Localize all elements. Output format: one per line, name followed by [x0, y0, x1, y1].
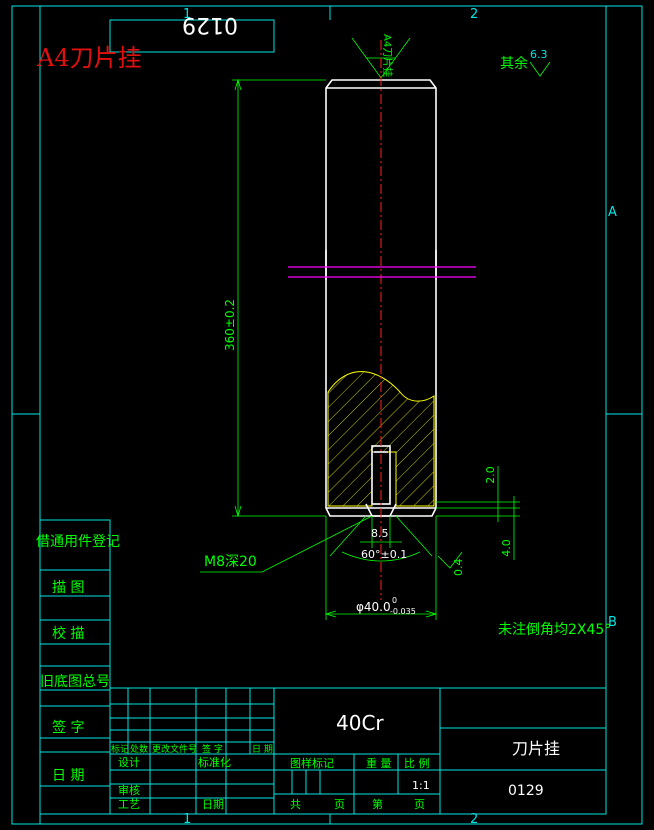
header-sign: 签 字 [202, 743, 223, 755]
break-lines [288, 266, 476, 278]
length-dimension: 360±0.2 [223, 78, 326, 518]
row-standardize: 标准化 [198, 755, 231, 769]
roughness-top-label: A4刀片挂 [381, 34, 394, 77]
drawing-code-stamp: 0129 [109, 12, 275, 53]
left-label-register: 借通用件登记 [36, 534, 120, 550]
left-label-check: 校 描 [52, 625, 84, 642]
thread-callout: M8深20 [200, 515, 373, 573]
stage-mark-label: 图样标记 [290, 756, 334, 770]
row-date: 日期 [202, 798, 224, 811]
left-label-date: 日 期 [52, 768, 84, 784]
hole-dimensions: 8.5 60°±0.1 [329, 515, 433, 562]
drawing-frame [11, 5, 643, 825]
other-roughness-value: 6.3 [530, 48, 548, 61]
roughness-symbol-bottom: 0.4 [437, 551, 465, 577]
diameter-upper-tol: 0 [392, 596, 397, 605]
zone-mark-bottom-1: 1 [183, 812, 191, 827]
bottom-roughness-value: 0.4 [452, 559, 465, 577]
cone-angle-value: 60°±0.1 [361, 548, 407, 561]
chamfer-offset-value: 2.0 [484, 466, 497, 484]
zone-mark-a: A [608, 205, 617, 220]
diameter-dimension: φ40.0 0 -0.035 [324, 516, 438, 620]
weight-label: 重 量 [366, 756, 392, 770]
left-label-trace: 描 图 [52, 580, 84, 596]
diameter-lower-tol: -0.035 [390, 607, 416, 616]
thread-value: M8深20 [204, 554, 257, 570]
header-count: 处数 [130, 743, 148, 755]
other-roughness-icon [529, 61, 551, 77]
header-mark: 标记 [111, 743, 129, 755]
row-process: 工艺 [118, 798, 140, 811]
scale-label: 比 例 [404, 756, 430, 770]
total-label: 共 [290, 798, 301, 811]
header-change-doc: 更改文件号 [152, 743, 197, 755]
hole-width-value: 8.5 [371, 527, 389, 540]
base-offset-value: 4.0 [500, 539, 513, 557]
zone-mark-b: B [608, 615, 617, 630]
sheet-label: 页 [334, 798, 345, 811]
title-block [109, 687, 607, 815]
page-label: 第 [372, 797, 383, 811]
zone-mark-bottom-2: 2 [470, 812, 478, 827]
other-surfaces-note: 其余 [500, 55, 528, 72]
row-review: 审核 [118, 783, 140, 797]
chamfer-note: 未注倒角均2X45° [498, 622, 611, 638]
part-name: 刀片挂 [512, 739, 560, 758]
right-offset-dimensions: 2.0 4.0 [436, 466, 520, 560]
length-value: 360±0.2 [223, 299, 237, 351]
left-label-old-no: 旧底图总号 [40, 674, 110, 690]
mirrored-code: 0129 [182, 12, 238, 37]
left-column-table [39, 519, 111, 815]
zone-mark-top-1: 1 [183, 7, 191, 22]
row-design: 设计 [118, 756, 140, 769]
page-suffix: 页 [414, 798, 425, 811]
sheet-stamp-label: A4刀片挂 [36, 44, 142, 72]
scale-value: 1:1 [412, 779, 430, 792]
diameter-value: φ40.0 [356, 600, 391, 614]
drawing-number: 0129 [508, 783, 544, 799]
material-value: 40Cr [336, 711, 384, 735]
header-date: 日 期 [252, 744, 273, 755]
zone-mark-top-2: 2 [470, 7, 478, 22]
left-label-sign: 签 字 [52, 719, 84, 736]
